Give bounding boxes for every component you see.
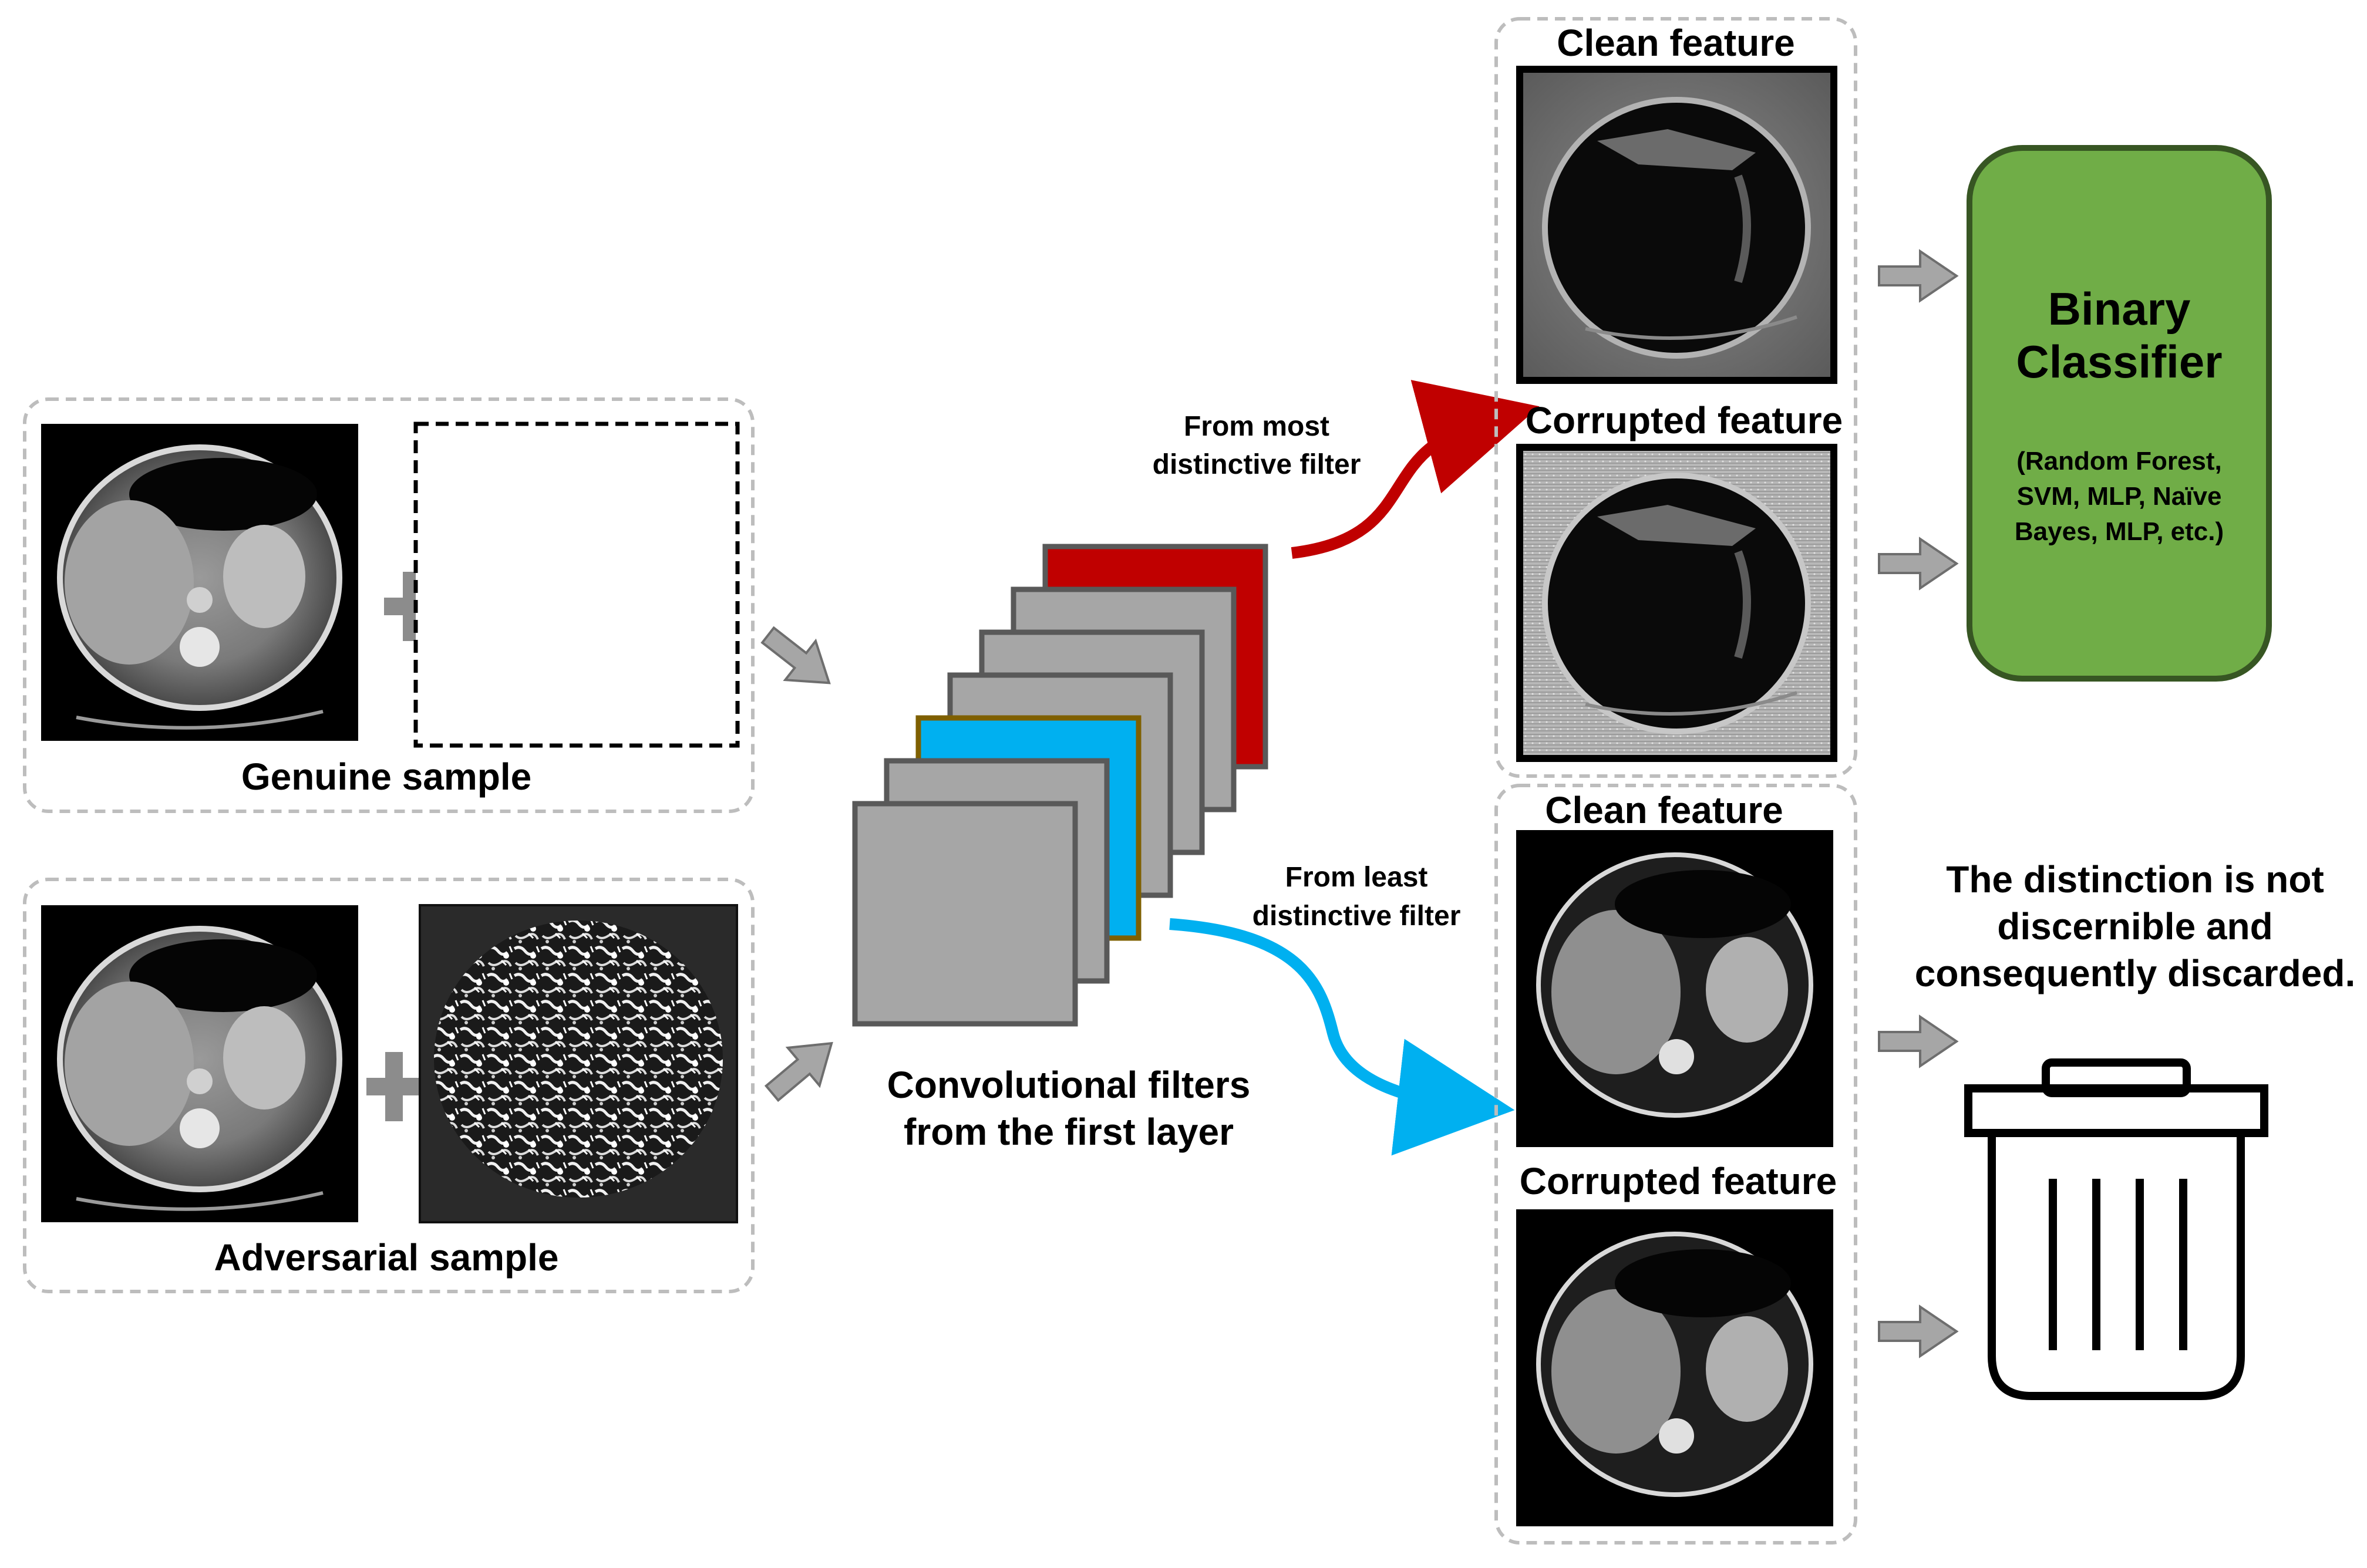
most-distinctive-feature-panel: Clean feature Corrupted feature	[1494, 17, 1857, 778]
empty-perturbation-box	[413, 421, 740, 748]
most-distinctive-arrow	[1291, 379, 1540, 559]
feature-arrow-top-corrupted	[1878, 537, 1959, 591]
genuine-sample-label: Genuine sample	[241, 756, 531, 798]
discard-text-line1: The distinction is not	[1946, 858, 2324, 901]
most-distinctive-line2: distinctive filter	[1153, 449, 1361, 480]
adversarial-panel-border	[23, 878, 755, 1293]
filters-label-line2: from the first layer	[904, 1111, 1234, 1153]
filter-square	[852, 801, 1078, 1027]
binary-classifier-box: Binary Classifier (Random Forest, SVM, M…	[1967, 145, 2272, 682]
classifier-examples-line3: Bayes, MLP, etc.)	[2015, 517, 2224, 546]
top-corrupted-feature-image	[1516, 444, 1837, 762]
top-corrupted-feature-label: Corrupted feature	[1526, 399, 1843, 441]
least-distinctive-line1: From least	[1285, 862, 1428, 893]
feature-arrow-top-clean	[1878, 249, 1959, 303]
classifier-examples-line1: (Random Forest,	[2016, 447, 2222, 476]
bottom-clean-feature-label: Clean feature	[1545, 789, 1783, 831]
plus-icon	[384, 572, 439, 641]
top-clean-feature-image	[1516, 66, 1837, 384]
top-feature-panel-border	[1494, 17, 1857, 778]
adversarial-sample-panel: Adversarial sample	[23, 878, 755, 1293]
adversarial-ct-image	[41, 905, 358, 1222]
genuine-ct-image	[41, 424, 358, 741]
input-arrow-genuine	[760, 626, 831, 684]
least-distinctive-line2: distinctive filter	[1252, 901, 1461, 932]
plus-icon	[366, 1052, 422, 1121]
top-clean-feature-label: Clean feature	[1557, 22, 1794, 64]
least-distinctive-arrow	[1169, 918, 1515, 1156]
input-arrow-adversarial	[764, 1041, 833, 1102]
bottom-corrupted-feature-label: Corrupted feature	[1520, 1160, 1837, 1202]
discard-text-line2: discernible and	[1997, 905, 2272, 947]
bottom-clean-feature-image	[1516, 830, 1833, 1147]
feature-arrow-bottom-corrupted	[1878, 1304, 1959, 1358]
convolutional-filter-stack	[852, 544, 1268, 1027]
bottom-corrupted-feature-image	[1516, 1209, 1833, 1526]
genuine-panel-border	[23, 397, 755, 813]
classifier-title-line1: Binary	[2048, 283, 2191, 335]
adversarial-sample-label: Adversarial sample	[214, 1236, 559, 1279]
most-distinctive-line1: From most	[1184, 411, 1329, 442]
classifier-examples-line2: SVM, MLP, Naïve	[2017, 482, 2222, 511]
discard-text-line3: consequently discarded.	[1915, 952, 2355, 994]
filters-label-line1: Convolutional filters	[887, 1064, 1251, 1106]
feature-arrow-bottom-clean	[1878, 1014, 1959, 1068]
classifier-rect	[1967, 145, 2272, 682]
noise-perturbation-image	[419, 904, 738, 1223]
trash-bin-icon	[1964, 1058, 2268, 1400]
classifier-title-line2: Classifier	[2016, 336, 2222, 387]
least-distinctive-feature-panel: Clean feature Corrupted feature	[1494, 784, 1857, 1545]
bottom-feature-panel-border	[1494, 784, 1857, 1545]
genuine-sample-panel: Genuine sample	[23, 397, 755, 813]
